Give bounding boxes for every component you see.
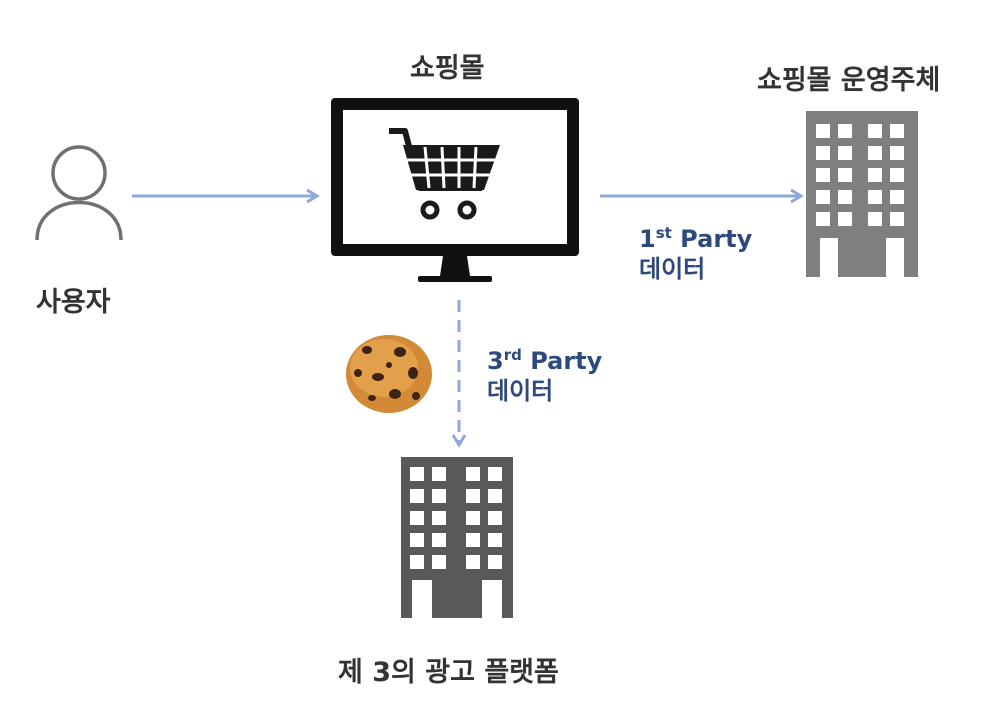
- third-party-line2: 데이터: [487, 377, 554, 405]
- cookie-icon: [346, 335, 432, 413]
- office-building-icon: [806, 111, 918, 277]
- first-party-line2: 데이터: [639, 255, 706, 283]
- third-party-data-label: 3rd Party 데이터: [487, 346, 602, 406]
- operator-label: 쇼핑몰 운영주체: [757, 65, 941, 96]
- first-party-data-label: 1st Party 데이터: [639, 224, 752, 284]
- office-building-icon: [401, 457, 513, 618]
- shopping-cart-icon: [389, 128, 500, 220]
- first-party-word: Party: [680, 225, 753, 253]
- third-party-word: Party: [530, 347, 603, 375]
- third-party-suffix: rd: [503, 346, 522, 364]
- user-label: 사용자: [36, 287, 111, 318]
- user-icon: [35, 145, 123, 241]
- first-party-number: 1: [639, 225, 656, 253]
- shop-label: 쇼핑몰: [410, 53, 485, 84]
- third-party-number: 3: [487, 347, 504, 375]
- ad-platform-label: 제 3의 광고 플랫폼: [338, 657, 559, 688]
- first-party-suffix: st: [655, 224, 672, 242]
